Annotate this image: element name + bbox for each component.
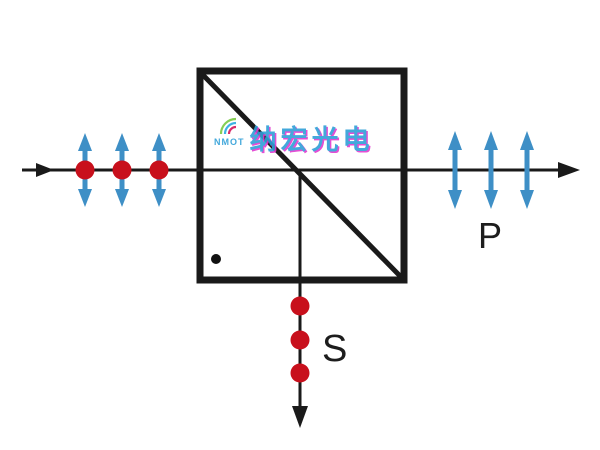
input-beam-arrowhead bbox=[36, 163, 54, 177]
reflected-s-polarization-dot bbox=[290, 296, 310, 316]
cube-corner-marker-dot bbox=[211, 254, 221, 264]
p-beam-label: P bbox=[478, 215, 503, 256]
input-s-polarization-dot bbox=[149, 160, 169, 180]
transmitted-beam-arrowhead bbox=[558, 162, 580, 178]
reflected-s-polarization-dot bbox=[290, 363, 310, 383]
splitter-diagonal-line bbox=[201, 73, 403, 279]
s-beam-label: S bbox=[322, 328, 348, 370]
input-s-polarization-dot bbox=[75, 160, 95, 180]
reflected-s-polarization-dot bbox=[290, 330, 310, 350]
input-s-polarization-dot bbox=[112, 160, 132, 180]
transmitted-p-polarization-arrow bbox=[448, 131, 462, 209]
reflected-beam-arrowhead bbox=[292, 406, 308, 428]
transmitted-p-polarization-arrow bbox=[484, 131, 498, 209]
transmitted-p-polarization-arrow bbox=[520, 131, 534, 209]
